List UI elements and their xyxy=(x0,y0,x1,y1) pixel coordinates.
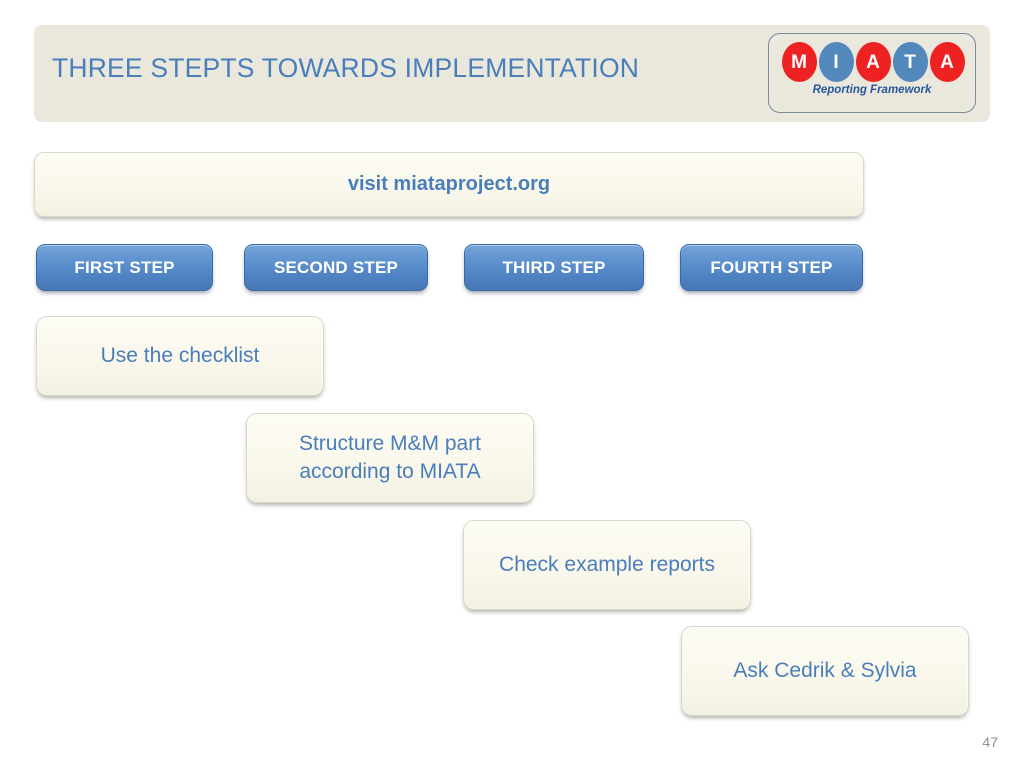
page-title: THREE STEPTS TOWARDS IMPLEMENTATION xyxy=(52,53,640,83)
cascade-card-structure-mm-part[interactable]: Structure M&M part according to MIATA xyxy=(246,413,534,503)
logo-letter-t-icon: T xyxy=(892,42,928,82)
step-button-fourth[interactable]: FOURTH STEP xyxy=(680,244,863,291)
miata-logo: M I A T A Reporting Framework xyxy=(768,33,976,113)
step-button-first[interactable]: FIRST STEP xyxy=(36,244,213,291)
slide-header-band: THREE STEPTS TOWARDS IMPLEMENTATION M I … xyxy=(34,25,990,122)
step-button-third[interactable]: THIRD STEP xyxy=(464,244,644,291)
logo-letter-circles: M I A T A xyxy=(777,41,969,83)
cascade-card-check-example-reports[interactable]: Check example reports xyxy=(463,520,751,610)
cascade-card-use-the-checklist[interactable]: Use the checklist xyxy=(36,316,324,396)
logo-subtitle: Reporting Framework xyxy=(812,84,932,96)
logo-letter-i-icon: I xyxy=(818,42,854,82)
logo-letter-m-icon: M xyxy=(781,42,817,82)
cascade-card-ask-cedrik-sylvia[interactable]: Ask Cedrik & Sylvia xyxy=(681,626,969,716)
step-button-second[interactable]: SECOND STEP xyxy=(244,244,428,291)
visit-miataproject-bar[interactable]: visit miataproject.org xyxy=(34,152,864,217)
logo-letter-a1-icon: A xyxy=(855,42,891,82)
logo-letter-a2-icon: A xyxy=(929,42,965,82)
page-number: 47 xyxy=(982,734,998,750)
